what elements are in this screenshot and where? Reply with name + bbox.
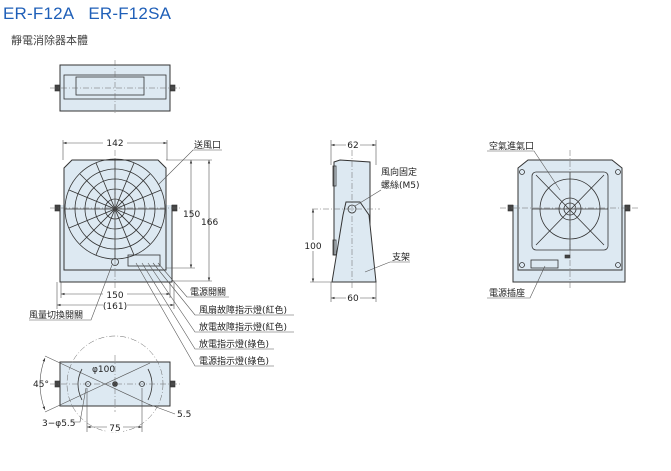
dim-150-height: 150 xyxy=(183,210,200,220)
label-power-socket: 電源插座 xyxy=(489,287,525,299)
dim-60: 60 xyxy=(347,294,359,304)
label-airflow-switch: 風量切換開關 xyxy=(29,309,83,321)
label-screw-line2: 螺絲(M5) xyxy=(381,179,420,191)
dim-166: 166 xyxy=(201,218,218,228)
dim-150-base: 150 xyxy=(106,291,123,301)
dim-161: (161) xyxy=(103,302,127,312)
dim-holes: 3−φ5.5 xyxy=(42,419,76,429)
subtitle: 靜電消除器本體 xyxy=(11,34,88,47)
dim-100: 100 xyxy=(304,242,321,252)
back-view: 空氣進氣口 電源插座 xyxy=(487,140,640,299)
dim-75: 75 xyxy=(109,424,120,434)
side-view: 62 100 60 風向固定 螺絲(M5) 支架 xyxy=(302,140,420,304)
dim-62: 62 xyxy=(347,141,358,151)
dim-5-5: 5.5 xyxy=(177,410,191,420)
label-fan-fault-led: 風扇故障指示燈(紅色) xyxy=(199,304,287,316)
label-discharge-fault-led: 放電故障指示燈(紅色) xyxy=(199,321,287,333)
front-view: 142 150 166 150 (161) 送風口 xyxy=(29,137,294,367)
top-view xyxy=(50,60,180,115)
label-air-inlet: 空氣進氣口 xyxy=(489,140,534,152)
model-title: ER-F12A ER-F12SA xyxy=(3,4,185,24)
model-er-f12a: ER-F12A xyxy=(3,4,75,23)
label-power-switch: 電源開關 xyxy=(190,287,226,298)
label-bracket: 支架 xyxy=(392,251,410,263)
label-power-led: 電源指示燈(綠色) xyxy=(199,355,269,367)
label-screw-line1: 風向固定 xyxy=(381,166,417,178)
power-socket xyxy=(530,259,559,269)
dim-45-degrees: 45° xyxy=(33,380,49,390)
model-er-f12sa: ER-F12SA xyxy=(88,4,172,23)
label-discharge-led: 放電指示燈(綠色) xyxy=(199,338,269,350)
bottom-view: 45° φ100 3−φ5.5 75 5.5 xyxy=(33,335,191,434)
dim-phi100: φ100 xyxy=(92,365,115,375)
dim-142: 142 xyxy=(106,139,123,149)
label-air-outlet: 送風口 xyxy=(194,139,221,151)
